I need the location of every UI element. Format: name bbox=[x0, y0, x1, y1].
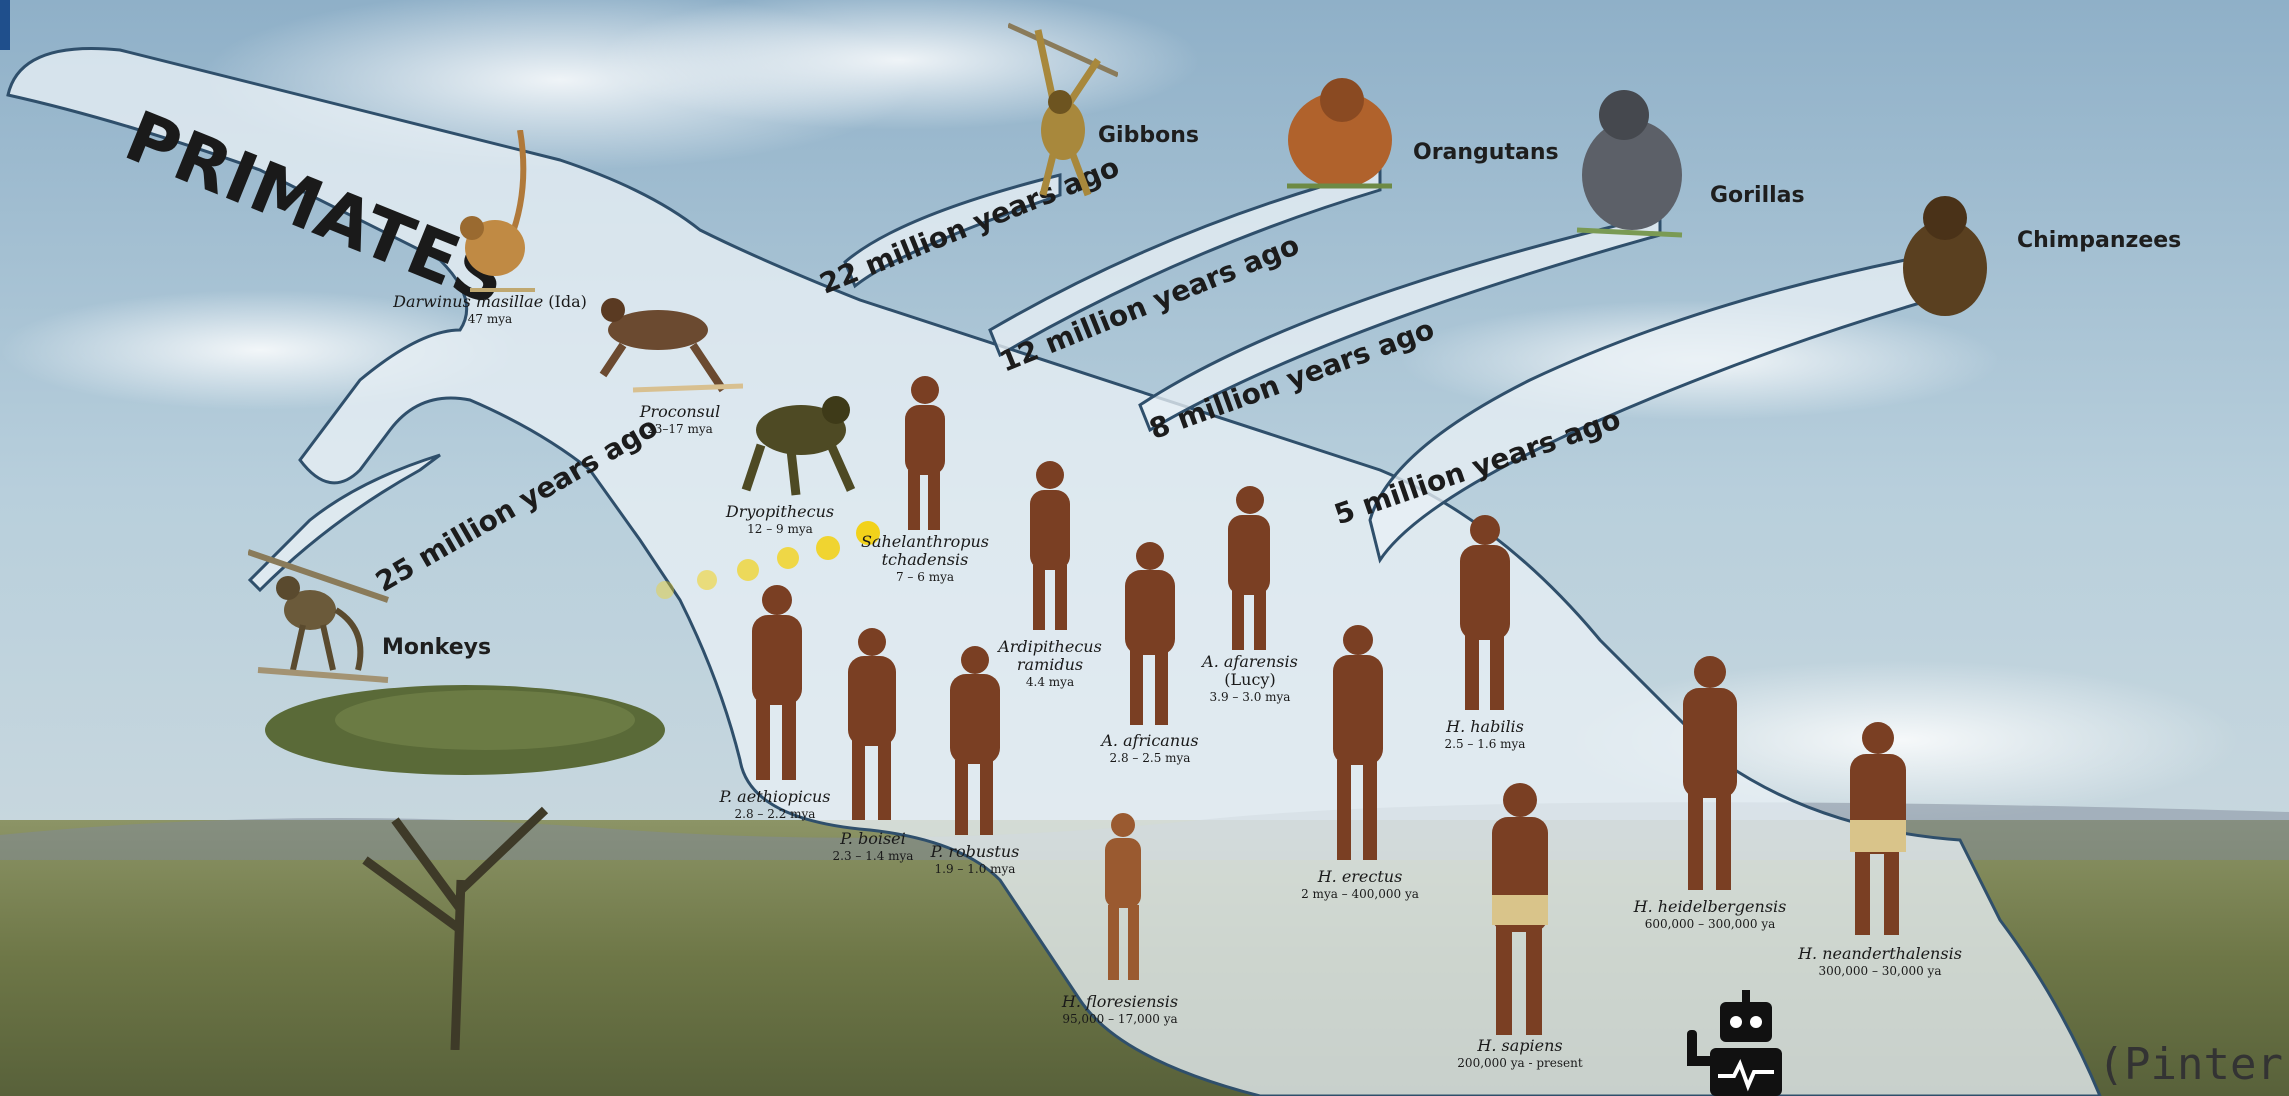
species-name: P. boisei bbox=[818, 830, 928, 848]
species-dates: 2.8 – 2.2 mya bbox=[705, 806, 845, 822]
species-name: Sahelanthropus bbox=[850, 533, 1000, 551]
species-erectus: H. erectus 2 mya – 400,000 ya bbox=[1285, 868, 1435, 902]
species-heidelbergensis: H. heidelbergensis 600,000 – 300,000 ya bbox=[1630, 898, 1790, 932]
species-proconsul: Proconsul 23–17 mya bbox=[600, 403, 760, 437]
species-floresiensis: H. floresiensis 95,000 – 17,000 ya bbox=[1050, 993, 1190, 1027]
boisei-figure bbox=[848, 628, 896, 820]
heidelbergensis-figure bbox=[1683, 656, 1737, 890]
species-dryopithecus: Dryopithecus 12 – 9 mya bbox=[700, 503, 860, 537]
species-name-2: ramidus bbox=[980, 656, 1120, 674]
species-aethiopicus: P. aethiopicus 2.8 – 2.2 mya bbox=[705, 788, 845, 822]
species-dates: 2.8 – 2.5 mya bbox=[1085, 750, 1215, 766]
species-name: A. afarensis bbox=[1185, 653, 1315, 671]
habilis-figure bbox=[1460, 515, 1510, 710]
species-name: H. neanderthalensis bbox=[1795, 945, 1965, 963]
floresiensis-figure bbox=[1105, 813, 1141, 980]
species-name: Dryopithecus bbox=[700, 503, 860, 521]
species-ardipithecus: Ardipithecus ramidus 4.4 mya bbox=[980, 638, 1120, 690]
afarensis-figure bbox=[1228, 486, 1270, 650]
species-name: Ardipithecus bbox=[980, 638, 1120, 656]
species-name: Proconsul bbox=[600, 403, 760, 421]
species-name: H. erectus bbox=[1285, 868, 1435, 886]
sahelanthropus-figure bbox=[905, 376, 945, 530]
species-robustus: P. robustus 1.9 – 1.0 mya bbox=[920, 843, 1030, 877]
species-afarensis: A. afarensis (Lucy) 3.9 – 3.0 mya bbox=[1185, 653, 1315, 705]
species-sapiens: H. sapiens 200,000 ya - present bbox=[1450, 1037, 1590, 1071]
aethiopicus-figure bbox=[752, 585, 802, 780]
species-dates: 12 – 9 mya bbox=[700, 521, 860, 537]
species-dates: 4.4 mya bbox=[980, 674, 1120, 690]
species-dates: 600,000 – 300,000 ya bbox=[1630, 916, 1790, 932]
species-habilis: H. habilis 2.5 – 1.6 mya bbox=[1425, 718, 1545, 752]
species-name-suffix: (Ida) bbox=[543, 292, 587, 311]
species-dates: 2.3 – 1.4 mya bbox=[818, 848, 928, 864]
species-dates: 2.5 – 1.6 mya bbox=[1425, 736, 1545, 752]
species-dates: 23–17 mya bbox=[600, 421, 760, 437]
species-dates: 200,000 ya - present bbox=[1450, 1055, 1590, 1071]
species-dates: 3.9 – 3.0 mya bbox=[1185, 689, 1315, 705]
species-name: A. africanus bbox=[1085, 732, 1215, 750]
robot-icon bbox=[1682, 990, 1812, 1096]
species-name: H. heidelbergensis bbox=[1630, 898, 1790, 916]
species-dates: 95,000 – 17,000 ya bbox=[1050, 1011, 1190, 1027]
species-darwinius: Darwinus masillae (Ida) 47 mya bbox=[390, 293, 590, 327]
species-name: P. aethiopicus bbox=[705, 788, 845, 806]
ardipithecus-figure bbox=[1030, 461, 1070, 630]
species-name: P. robustus bbox=[920, 843, 1030, 861]
erectus-figure bbox=[1333, 625, 1383, 860]
image-credit: (Pinter bbox=[2098, 1039, 2283, 1090]
species-sahelanthropus: Sahelanthropus tchadensis 7 – 6 mya bbox=[850, 533, 1000, 585]
species-dates: 2 mya – 400,000 ya bbox=[1285, 886, 1435, 902]
species-neanderthalensis: H. neanderthalensis 300,000 – 30,000 ya bbox=[1795, 945, 1965, 979]
species-name-2: tchadensis bbox=[850, 551, 1000, 569]
species-boisei: P. boisei 2.3 – 1.4 mya bbox=[818, 830, 928, 864]
species-name: H. floresiensis bbox=[1050, 993, 1190, 1011]
species-dates: 7 – 6 mya bbox=[850, 569, 1000, 585]
species-dates: 300,000 – 30,000 ya bbox=[1795, 963, 1965, 979]
species-name: H. sapiens bbox=[1450, 1037, 1590, 1055]
species-name: H. habilis bbox=[1425, 718, 1545, 736]
species-dates: 47 mya bbox=[390, 311, 590, 327]
species-dates: 1.9 – 1.0 mya bbox=[920, 861, 1030, 877]
africanus-figure bbox=[1125, 542, 1175, 725]
species-africanus: A. africanus 2.8 – 2.5 mya bbox=[1085, 732, 1215, 766]
species-name-2: (Lucy) bbox=[1185, 671, 1315, 689]
species-name: Darwinus masillae bbox=[393, 292, 543, 311]
